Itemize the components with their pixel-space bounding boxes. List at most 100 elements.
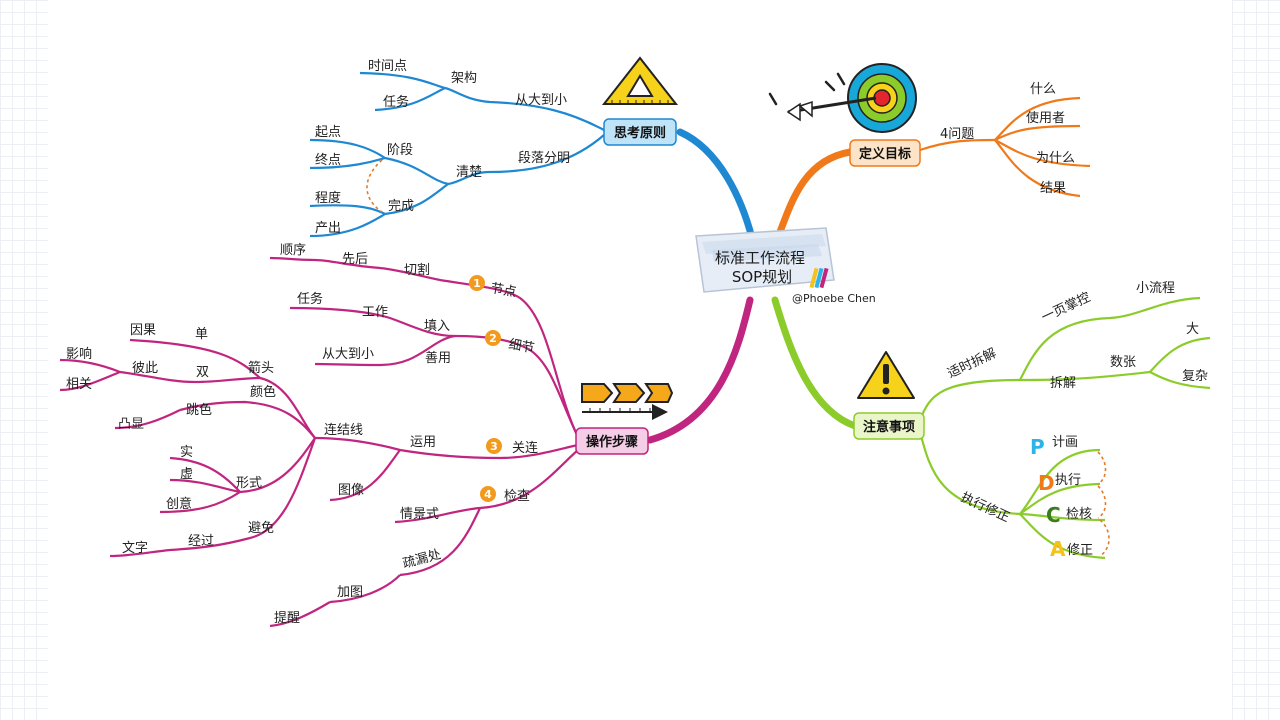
node-result: 结果 — [1040, 181, 1066, 196]
node-execute: 执行 — [1055, 473, 1081, 488]
topic-thinking[interactable]: 思考原则 — [603, 118, 677, 146]
node-link: 关连 — [512, 440, 538, 456]
node-image: 图像 — [338, 483, 364, 498]
grid-margin-right — [1232, 0, 1280, 720]
center-title-line1: 标准工作流程 — [715, 249, 805, 267]
node-task: 任务 — [383, 94, 409, 110]
node-avoid: 避免 — [248, 521, 274, 536]
badge-1: 1 — [469, 275, 485, 291]
node-several-pages: 数张 — [1110, 355, 1136, 370]
node-stage: 阶段 — [387, 143, 413, 158]
node-color: 颜色 — [250, 384, 276, 400]
node-output: 产出 — [315, 221, 341, 236]
target-icon — [768, 63, 917, 133]
thinking-branches — [309, 71, 605, 238]
badge-3: 3 — [486, 438, 502, 454]
node-dashed: 虚 — [180, 467, 193, 482]
node-detail: 细节 — [507, 337, 535, 356]
node-end: 终点 — [315, 152, 341, 168]
node-plan: 计画 — [1052, 435, 1078, 450]
node-use: 善用 — [425, 350, 451, 366]
node-time-point: 时间点 — [368, 59, 407, 74]
node-each-other: 彼此 — [132, 361, 158, 376]
node-framework: 架构 — [451, 71, 477, 86]
node-omission: 疏漏处 — [401, 546, 443, 572]
node-fill: 填入 — [424, 319, 450, 334]
node-split: 拆解 — [1050, 376, 1076, 391]
topic-notes[interactable]: 注意事项 — [853, 412, 925, 440]
thinking-labels: 从大到小 架构 时间点 任务 段落分明 清楚 阶段 起点 终点 完成 程度 产出 — [315, 59, 570, 236]
author-credit: @Phoebe Chen — [792, 292, 876, 305]
svg-text:4: 4 — [484, 488, 492, 501]
topic-goal-label: 定义目标 — [858, 146, 911, 162]
svg-text:1: 1 — [473, 277, 481, 290]
node-remind: 提醒 — [274, 610, 300, 626]
node-creative: 创意 — [166, 496, 192, 512]
topic-steps[interactable]: 操作步骤 — [575, 427, 649, 455]
thinking-dashed-link — [366, 159, 383, 213]
node-order: 先后 — [342, 252, 368, 267]
node-big: 大 — [1186, 322, 1199, 337]
node-degree: 程度 — [315, 190, 341, 206]
pdca-a-letter: A — [1050, 537, 1066, 561]
node-paragraph: 段落分明 — [518, 151, 570, 166]
goal-branches — [919, 96, 1091, 198]
node-highlight: 凸显 — [118, 417, 144, 432]
topic-steps-label: 操作步骤 — [586, 434, 638, 450]
node-check: 检查 — [504, 489, 530, 504]
process-arrows-icon — [581, 383, 674, 420]
node-user: 使用者 — [1026, 110, 1065, 126]
node-clear: 清楚 — [456, 165, 482, 180]
node-solid: 实 — [180, 445, 193, 460]
node-scenario: 情景式 — [400, 507, 439, 522]
node-add-image: 加图 — [337, 585, 363, 600]
svg-text:2: 2 — [489, 332, 497, 345]
topic-goal[interactable]: 定义目标 — [849, 139, 921, 167]
steps-labels: 节点 切割 先后 顺序 细节 填入 工作 任务 善用 从大到小 关连 运用 连结… — [66, 243, 538, 626]
pencils-icon — [809, 267, 829, 289]
node-why: 为什么 — [1036, 151, 1075, 166]
pdca-c-letter: C — [1046, 503, 1061, 527]
node-form: 形式 — [236, 476, 262, 491]
node-pass: 经过 — [188, 534, 214, 549]
node-large-to-small: 从大到小 — [515, 93, 567, 108]
badge-4: 4 — [480, 486, 496, 502]
node-text: 文字 — [122, 541, 148, 556]
node-small-process: 小流程 — [1136, 281, 1175, 296]
goal-labels: 4问题 什么 使用者 为什么 结果 — [940, 82, 1075, 196]
notes-branches — [918, 296, 1211, 560]
node-review: 检核 — [1066, 507, 1092, 522]
node-done: 完成 — [388, 199, 414, 214]
node-cause: 因果 — [130, 323, 156, 338]
node-sequence: 顺序 — [280, 243, 306, 258]
node-link-line: 连结线 — [324, 422, 363, 438]
node-single: 单 — [195, 327, 208, 342]
node-work: 工作 — [362, 305, 388, 320]
center-node[interactable]: 标准工作流程 SOP规划 @Phoebe Chen — [695, 227, 876, 305]
topic-notes-label: 注意事项 — [863, 419, 915, 435]
node-start: 起点 — [315, 125, 341, 140]
triangle-ruler-icon — [601, 56, 679, 105]
grid-margin-left — [0, 0, 48, 720]
center-title-line2: SOP规划 — [732, 268, 792, 286]
node-node: 节点 — [489, 281, 517, 300]
node-jump-color: 跳色 — [186, 402, 212, 418]
node-detail-big: 从大到小 — [322, 347, 374, 362]
pdca-d-letter: D — [1038, 471, 1055, 495]
node-detail-task: 任务 — [297, 291, 323, 307]
node-related: 相关 — [66, 377, 92, 392]
pdca-p-letter: P — [1030, 435, 1045, 459]
node-what: 什么 — [1030, 82, 1056, 97]
node-four-questions: 4问题 — [940, 127, 974, 142]
node-apply: 运用 — [410, 435, 436, 450]
node-correct: 修正 — [1067, 543, 1093, 558]
steps-branches — [59, 256, 579, 628]
node-cut: 切割 — [404, 262, 430, 278]
pdca-dashed-links — [1097, 451, 1110, 557]
topic-thinking-label: 思考原则 — [614, 125, 666, 141]
svg-text:3: 3 — [490, 440, 498, 453]
node-arrow: 箭头 — [248, 360, 274, 376]
node-influence: 影响 — [66, 346, 92, 362]
